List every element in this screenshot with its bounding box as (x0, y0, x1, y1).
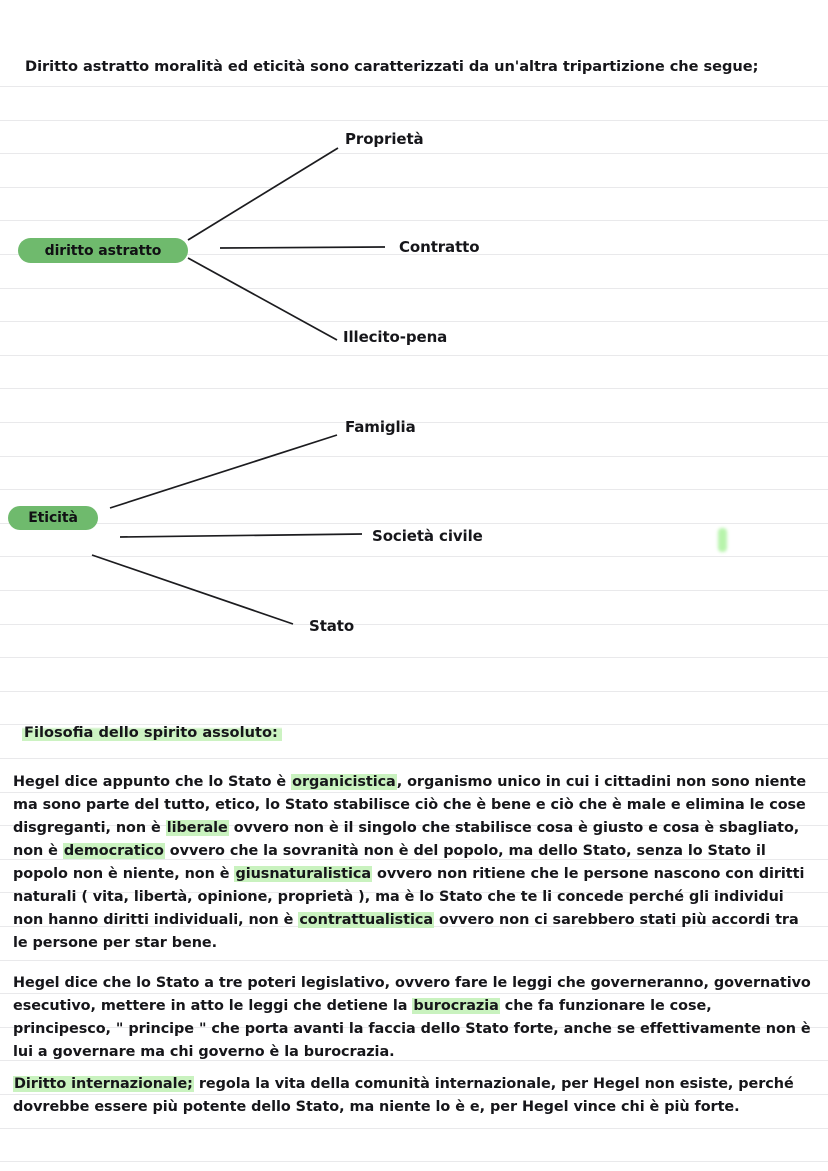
node-illecito-pena: Illecito-pena (343, 328, 448, 346)
p2-text-a: Hegel dice che lo Stato a tre poteri leg… (13, 975, 811, 1015)
p1-text-c: ovvero non è il singolo che stabilisce c… (13, 820, 800, 860)
connector-to-illecito-pena (187, 257, 338, 341)
node-proprieta: Proprietà (345, 130, 424, 148)
node-famiglia: Famiglia (345, 418, 416, 436)
node-contratto: Contratto (399, 238, 480, 256)
connector-to-stato (91, 554, 294, 625)
paragraph-organicistica: Hegel dice appunto che lo Stato è organi… (13, 771, 813, 954)
connector-to-societa-civile (119, 533, 363, 538)
highlight-burocrazia: burocrazia (412, 998, 500, 1015)
p2-text-b: che fa funzionare le cose, principesco, … (13, 998, 811, 1061)
diagram-1-connectors (187, 147, 386, 341)
connector-to-famiglia (109, 434, 338, 509)
highlight-organicistica: organicistica (291, 774, 397, 791)
p1-text-a: Hegel dice appunto che lo Stato è (13, 774, 292, 791)
p1-text-d: ovvero che la sovranità non è del popolo… (13, 843, 766, 883)
connector-to-contratto (219, 246, 386, 249)
highlight-giusnaturalistica: giusnaturalistica (234, 866, 373, 883)
highlight-liberale: liberale (165, 820, 229, 837)
section-heading: Filosofia dello spirito assoluto: (22, 724, 282, 741)
p1-text-f: ovvero non ci sarebbero stati più accord… (13, 911, 799, 951)
node-societa-civile: Società civile (372, 527, 483, 545)
node-eticita: Eticità (8, 506, 98, 530)
node-stato: Stato (309, 617, 355, 635)
p3-text-a: regola la vita della comunità internazio… (13, 1076, 794, 1116)
section-heading-text: Filosofia dello spirito assoluto: (22, 724, 282, 741)
diagram-2-connectors (91, 434, 363, 625)
highlight-diritto-internazionale: Diritto internazionale; (13, 1076, 194, 1093)
p1-text-b: , organismo unico in cui i cittadini non… (13, 774, 807, 837)
connector-to-proprieta (187, 147, 339, 241)
stray-highlighter-mark (718, 528, 727, 552)
highlight-contrattualistica: contrattualistica (298, 911, 435, 928)
page-title: Diritto astratto moralità ed eticità son… (25, 58, 759, 75)
paragraph-tre-poteri: Hegel dice che lo Stato a tre poteri leg… (13, 972, 813, 1064)
paragraph-diritto-internazionale: Diritto internazionale; regola la vita d… (13, 1073, 813, 1119)
node-eticita-label: Eticità (28, 510, 78, 526)
highlight-democratico: democratico (62, 843, 165, 860)
